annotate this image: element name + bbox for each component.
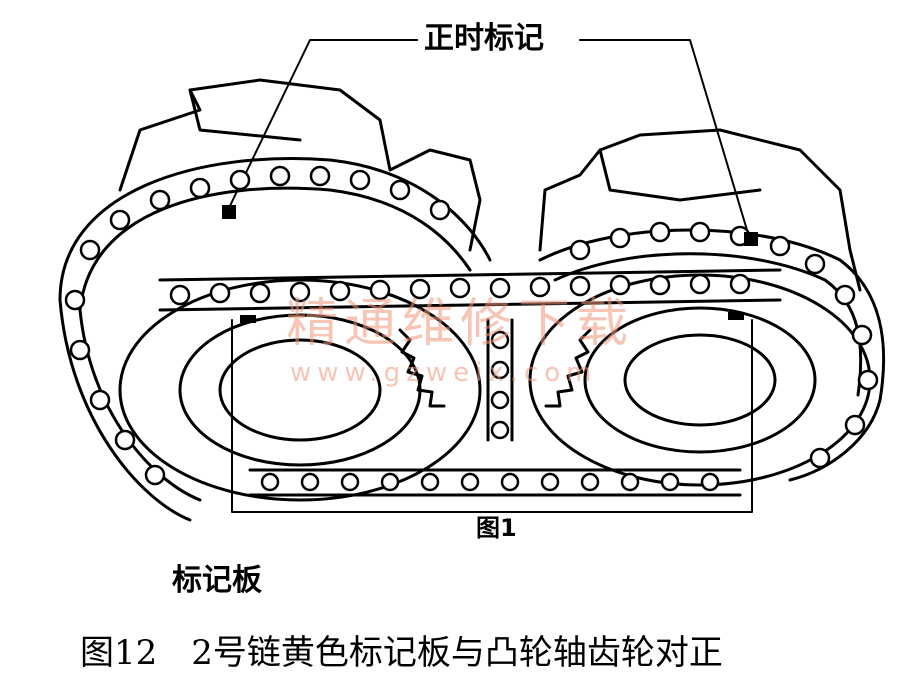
figure-caption: 图12 2号链黄色标记板与凸轮轴齿轮对正 <box>80 633 723 673</box>
timing-mark-leader-right <box>579 39 751 241</box>
watermark-url: www.gzweix.com <box>290 358 598 388</box>
timing-mark-leader-left <box>227 39 419 211</box>
figure-mark: 图1 <box>476 514 517 542</box>
center-gear-left <box>398 328 446 408</box>
right-cam-housing <box>538 128 862 292</box>
upper-chain-span <box>158 268 782 282</box>
watermark-text: 精通维修下载 <box>286 294 635 354</box>
outer-chain <box>58 157 492 302</box>
left-sprocket <box>118 278 482 502</box>
left-cam-housing <box>118 78 482 252</box>
marking-plate-bracket <box>231 319 753 513</box>
center-gear-right <box>544 328 592 408</box>
timing-mark-label: 正时标记 <box>418 22 550 56</box>
marking-plate-label: 标记板 <box>168 564 266 598</box>
